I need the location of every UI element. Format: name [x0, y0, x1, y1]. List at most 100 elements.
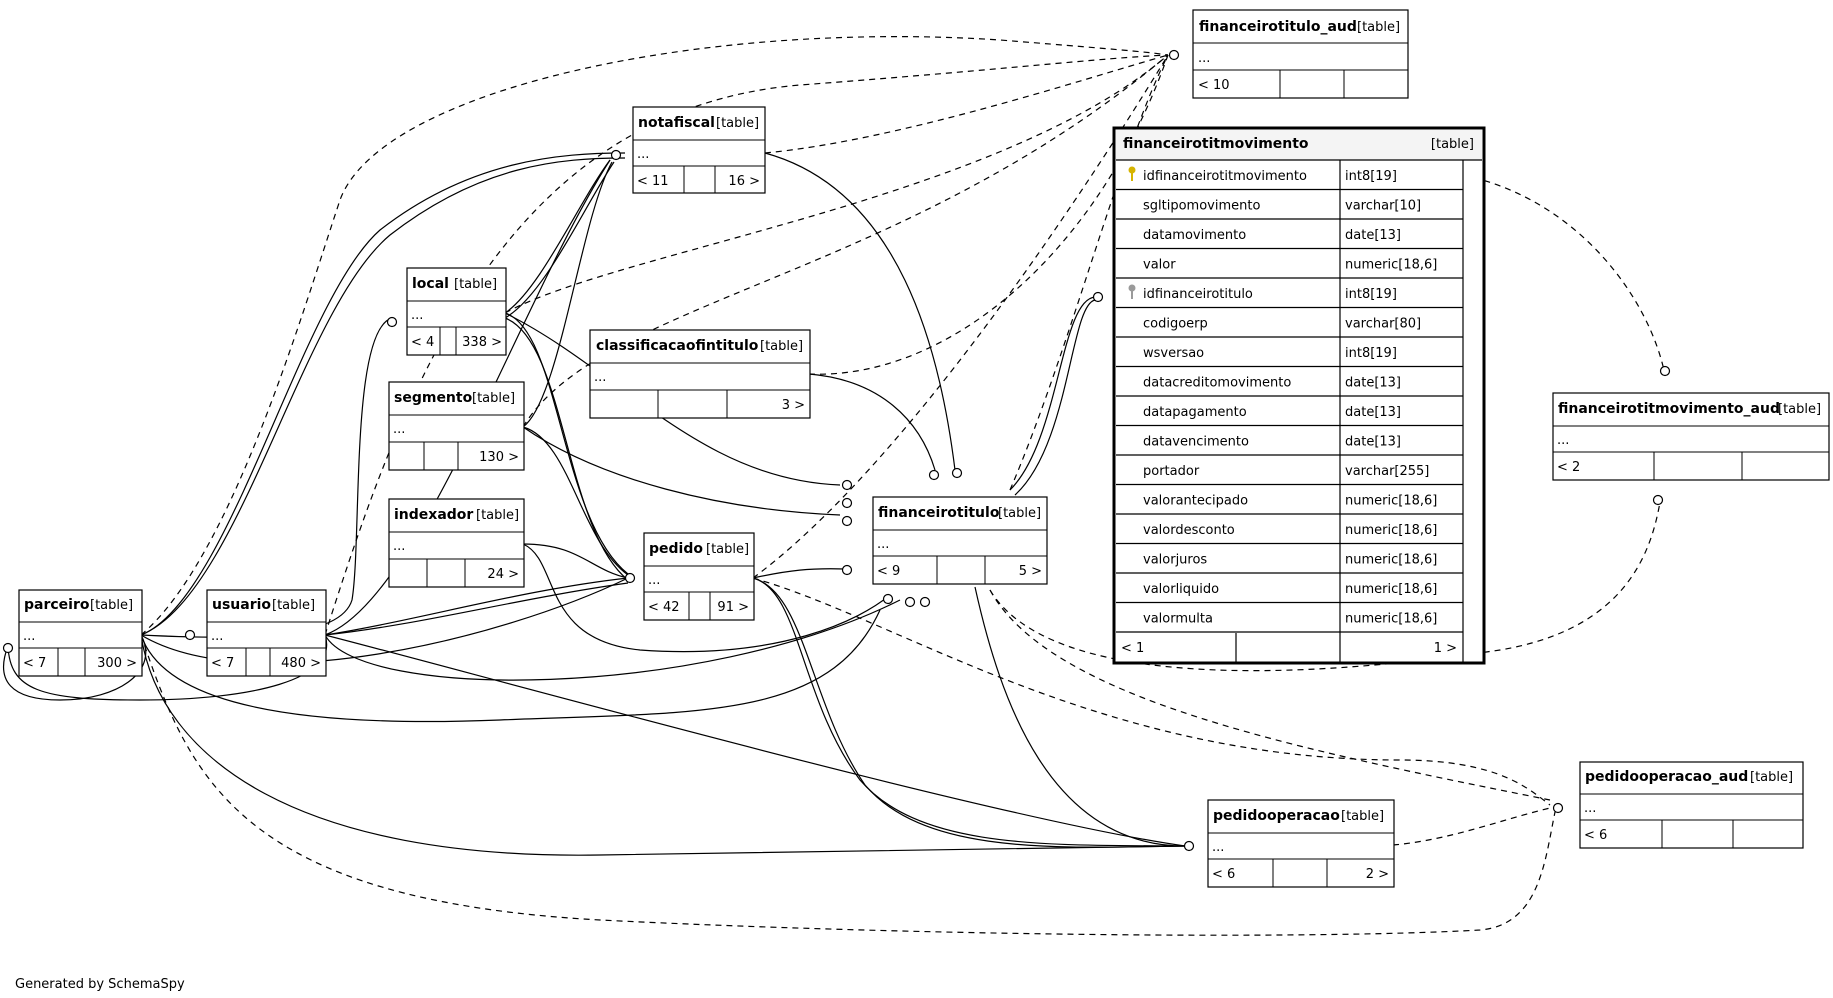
edge-local-pedido	[504, 312, 629, 575]
count-right: 91 >	[717, 600, 749, 615]
endpoint-pedidooperacao	[1183, 840, 1195, 852]
dedge-parceiro-pedopaud	[140, 634, 1556, 936]
table-ellipsis: ...	[1212, 840, 1224, 855]
dedge-pedido-pedopaud	[752, 577, 1551, 806]
table-name: financeirotitulo	[878, 505, 1000, 521]
count-right: 300 >	[97, 656, 137, 671]
table-financeirotitmovimento_aud[interactable]: financeirotitmovimento_aud [table] ... <…	[1552, 392, 1830, 481]
count-left: < 7	[23, 656, 46, 671]
column-name: portador	[1143, 464, 1200, 479]
table-name: financeirotitmovimento_aud	[1558, 401, 1780, 417]
table-segmento[interactable]: segmento [table] ... 130 >	[388, 381, 525, 471]
count-right: 480 >	[281, 656, 321, 671]
table-ellipsis: ...	[211, 629, 223, 644]
table-ellipsis: ...	[23, 629, 35, 644]
endpoint-usuario	[184, 629, 196, 641]
primary-key-icon	[1128, 166, 1136, 181]
column-name: valor	[1143, 258, 1176, 273]
column-type: int8[19]	[1345, 169, 1397, 184]
count-left: < 1	[1121, 641, 1144, 656]
table-financeirotitulo[interactable]: financeirotitulo [table] ... < 9 5 >	[872, 496, 1048, 585]
endpoint-fintit-1	[841, 479, 853, 491]
table-ellipsis: ...	[1584, 801, 1596, 816]
endpoint-fintit-5	[928, 469, 940, 481]
table-tag: [table]	[1357, 20, 1400, 35]
table-tag: [table]	[476, 508, 519, 523]
column-type: int8[19]	[1345, 346, 1397, 361]
table-notafiscal[interactable]: notafiscal [table] ... < 11 16 >	[632, 106, 766, 194]
table-tag: [table]	[454, 277, 497, 292]
table-name: financeirotitmovimento	[1123, 136, 1309, 152]
column-name: datamovimento	[1143, 228, 1246, 243]
column-name: datapagamento	[1143, 405, 1247, 420]
table-tag: [table]	[716, 116, 759, 131]
count-left: < 2	[1557, 460, 1580, 475]
dedge-segmento-titaud	[522, 54, 1169, 428]
edge-parceiro-pedido	[140, 577, 629, 664]
column-type: int8[19]	[1345, 287, 1397, 302]
table-financeirotitmovimento[interactable]: financeirotitmovimento [table] idfinance…	[1112, 126, 1486, 665]
table-ellipsis: ...	[648, 573, 660, 588]
dedge-pedidooperacao-pedopaud	[1392, 807, 1551, 846]
edge-indexador-pedido	[522, 543, 629, 579]
table-tag: [table]	[706, 542, 749, 557]
table-ellipsis: ...	[393, 539, 405, 554]
count-right: 1 >	[1434, 641, 1457, 656]
table-parceiro[interactable]: parceiro [table] ... < 7 300 >	[18, 589, 143, 677]
endpoint-pedido	[624, 572, 636, 584]
count-right: 130 >	[479, 450, 519, 465]
endpoint-parceiro	[2, 642, 14, 654]
column-type: numeric[18,6]	[1345, 612, 1437, 627]
table-pedido[interactable]: pedido [table] ... < 42 91 >	[643, 532, 755, 621]
table-usuario[interactable]: usuario [table] ... < 7 480 >	[206, 589, 327, 677]
edge-parceiro-self	[3, 634, 147, 701]
endpoint-fintit-7	[882, 593, 894, 605]
table-name: pedidooperacao_aud	[1585, 769, 1748, 785]
column-name: valordesconto	[1143, 523, 1235, 538]
edge-endpoints	[2, 49, 1671, 852]
dedge-classificacao-titaud	[808, 54, 1169, 375]
count-right: 16 >	[728, 174, 760, 189]
column-name: idfinanceirotitmovimento	[1143, 169, 1307, 184]
endpoint-movaud-top	[1659, 365, 1671, 377]
column-type: varchar[10]	[1345, 199, 1421, 214]
endpoint-fintit-6	[951, 467, 963, 479]
column-row[interactable]: idfinanceirotitmovimento int8[19]	[1116, 166, 1463, 191]
table-classificacaofintitulo[interactable]: classificacaofintitulo [table] ... 3 >	[589, 329, 811, 419]
table-name: financeirotitulo_aud	[1199, 19, 1357, 35]
table-financeirotitulo_aud[interactable]: financeirotitulo_aud [table] ... < 10	[1192, 9, 1409, 99]
edge-notafiscal-financeirotitulo	[764, 152, 956, 471]
table-name: indexador	[394, 507, 473, 523]
table-indexador[interactable]: indexador [table] ... 24 >	[388, 498, 525, 588]
column-type: numeric[18,6]	[1345, 553, 1437, 568]
column-name: valorjuros	[1143, 553, 1207, 568]
column-name: valorantecipado	[1143, 494, 1248, 509]
edge-financeirotitulo-movimento	[1009, 296, 1096, 491]
table-tag: [table]	[272, 598, 315, 613]
table-ellipsis: ...	[411, 308, 423, 323]
column-type: date[13]	[1345, 435, 1401, 450]
table-pedidooperacao_aud[interactable]: pedidooperacao_aud [table] ... < 6	[1579, 761, 1804, 849]
column-row[interactable]: valorjuros numeric[18,6]	[1116, 553, 1463, 574]
edge-parceiro-notafiscal-2	[140, 157, 626, 636]
endpoint-titaud	[1168, 49, 1180, 61]
count-left: < 4	[411, 335, 434, 350]
table-local[interactable]: local [table] ... < 4 338 >	[406, 267, 507, 356]
table-name: notafiscal	[638, 115, 715, 131]
table-pedidooperacao[interactable]: pedidooperacao [table] ... < 6 2 >	[1207, 799, 1395, 888]
table-tag: [table]	[90, 598, 133, 613]
